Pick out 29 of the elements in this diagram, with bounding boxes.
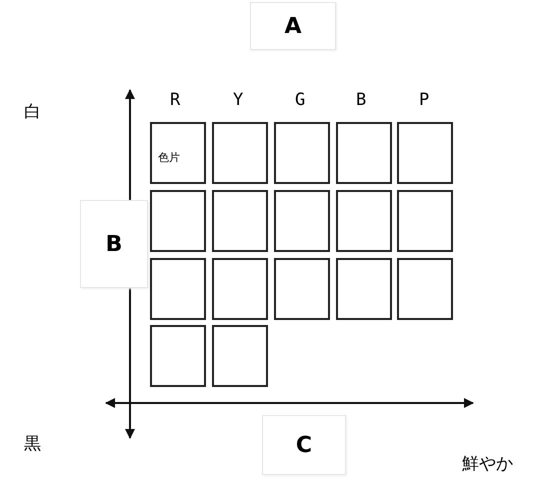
color-chip (274, 258, 330, 320)
column-heading: G (295, 90, 306, 110)
color-chip (212, 325, 268, 387)
color-chip (397, 122, 453, 184)
color-chip (397, 190, 453, 252)
color-chip (336, 122, 392, 184)
axis-end-label: 鮮やか (462, 453, 513, 475)
color-chip (336, 190, 392, 252)
axis-letter: B (80, 200, 148, 288)
color-chip (150, 258, 206, 320)
column-heading: Y (233, 90, 244, 110)
axis-end-label: 白 (24, 101, 41, 123)
color-chip (212, 190, 268, 252)
color-chip (212, 258, 268, 320)
axis-letter: C (262, 415, 346, 475)
column-heading: P (419, 90, 430, 110)
axis-letter: A (250, 2, 336, 50)
column-heading: R (170, 90, 180, 110)
color-chip (397, 258, 453, 320)
color-chip (150, 122, 206, 184)
chip-label: 色片 (158, 150, 180, 165)
color-chip (212, 122, 268, 184)
color-chip (150, 190, 206, 252)
color-chip (150, 325, 206, 387)
color-chip (274, 190, 330, 252)
color-chip (274, 122, 330, 184)
axis-end-label: 黒 (24, 433, 41, 455)
column-heading: B (356, 90, 366, 110)
color-chip (336, 258, 392, 320)
